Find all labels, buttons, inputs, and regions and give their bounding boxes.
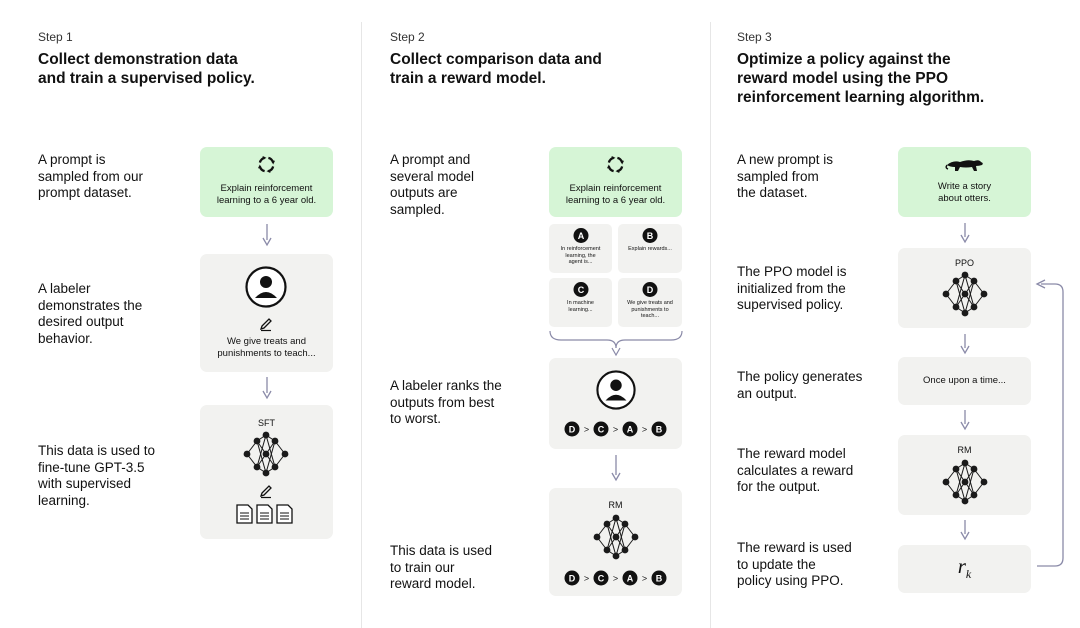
otter-icon bbox=[945, 160, 983, 171]
step3-output-card: Once upon a time... bbox=[898, 357, 1031, 405]
neural-network-icon bbox=[942, 459, 988, 505]
output-card-b: B Explain rewards... bbox=[618, 224, 682, 273]
badge-d: D bbox=[642, 282, 658, 297]
step2-label: Step 2 bbox=[390, 30, 425, 44]
svg-text:B: B bbox=[647, 231, 654, 241]
step3-title: Optimize a policy against the reward mod… bbox=[737, 51, 985, 106]
arrow-down-icon bbox=[611, 455, 621, 482]
ranking-row: D > C > A > B bbox=[564, 570, 667, 586]
rm-label: RM bbox=[957, 445, 972, 455]
reward-symbol: rk bbox=[957, 554, 972, 582]
labeler-avatar-icon bbox=[596, 370, 636, 410]
step2-column: Step 2 Collect comparison data and train… bbox=[362, 0, 712, 628]
rank-separator: > bbox=[584, 425, 589, 435]
step3-reward-card: rk bbox=[898, 545, 1031, 593]
rm-label: RM bbox=[608, 500, 623, 510]
step3-output-text: Once upon a time... bbox=[923, 375, 1006, 386]
rank-separator: > bbox=[613, 574, 618, 584]
step3-rm-card: RM bbox=[898, 435, 1031, 515]
rank-separator: > bbox=[613, 425, 618, 435]
arrow-down-icon bbox=[262, 377, 272, 400]
neural-network-icon bbox=[593, 514, 639, 560]
rank-separator: > bbox=[642, 425, 647, 435]
column-divider bbox=[710, 22, 711, 628]
step2-rm-card: RM D > C > A > B bbox=[549, 488, 682, 596]
column-divider bbox=[361, 22, 362, 628]
step2-title: Collect comparison data and train a rewa… bbox=[390, 51, 602, 87]
arrow-down-icon bbox=[262, 224, 272, 247]
pencil-icon bbox=[259, 318, 272, 332]
rank-letter: D bbox=[569, 424, 576, 434]
rank-letter: A bbox=[627, 573, 634, 583]
step3-column: Step 3 Optimize a policy against the rew… bbox=[711, 0, 1080, 628]
arrow-down-icon bbox=[960, 334, 970, 355]
feedback-loop-arrow bbox=[1035, 279, 1064, 567]
documents-icon bbox=[236, 504, 293, 524]
svg-text:D: D bbox=[647, 285, 654, 295]
bracket-arrow-icon bbox=[549, 330, 683, 357]
arrow-down-icon bbox=[960, 223, 970, 244]
sft-label: SFT bbox=[258, 418, 275, 428]
ranking-row: D > C > A > B bbox=[564, 421, 667, 437]
step3-ppo-card: PPO bbox=[898, 248, 1031, 328]
output-text-b: Explain rewards... bbox=[628, 246, 672, 252]
neural-network-icon bbox=[942, 271, 988, 317]
rank-letter: C bbox=[598, 424, 605, 434]
badge-c: C bbox=[573, 282, 588, 297]
ppo-label: PPO bbox=[954, 258, 974, 268]
rank-separator: > bbox=[584, 574, 589, 584]
rank-letter: C bbox=[598, 573, 605, 583]
svg-text:C: C bbox=[577, 285, 584, 295]
svg-text:A: A bbox=[577, 231, 584, 241]
badge-b: B bbox=[642, 228, 658, 243]
labeler-avatar-icon bbox=[245, 266, 287, 308]
step1-column: Step 1 Collect demonstration data and tr… bbox=[0, 0, 360, 628]
step1-label: Step 1 bbox=[38, 30, 73, 44]
rank-letter: B bbox=[656, 424, 663, 434]
refresh-icon bbox=[257, 155, 276, 174]
step1-sft-card: SFT bbox=[200, 405, 333, 539]
rank-letter: D bbox=[569, 573, 576, 583]
step3-label: Step 3 bbox=[737, 30, 772, 44]
pencil-icon bbox=[259, 485, 272, 499]
rank-letter: B bbox=[656, 573, 663, 583]
step2-labeler-card: D > C > A > B bbox=[549, 358, 682, 449]
rank-separator: > bbox=[642, 574, 647, 584]
step1-title: Collect demonstration data and train a s… bbox=[38, 51, 255, 87]
refresh-icon bbox=[606, 155, 625, 174]
rank-letter: A bbox=[627, 424, 634, 434]
badge-a: A bbox=[573, 228, 588, 243]
arrow-down-icon bbox=[960, 520, 970, 541]
neural-network-icon bbox=[243, 431, 289, 477]
arrow-down-icon bbox=[960, 410, 970, 431]
